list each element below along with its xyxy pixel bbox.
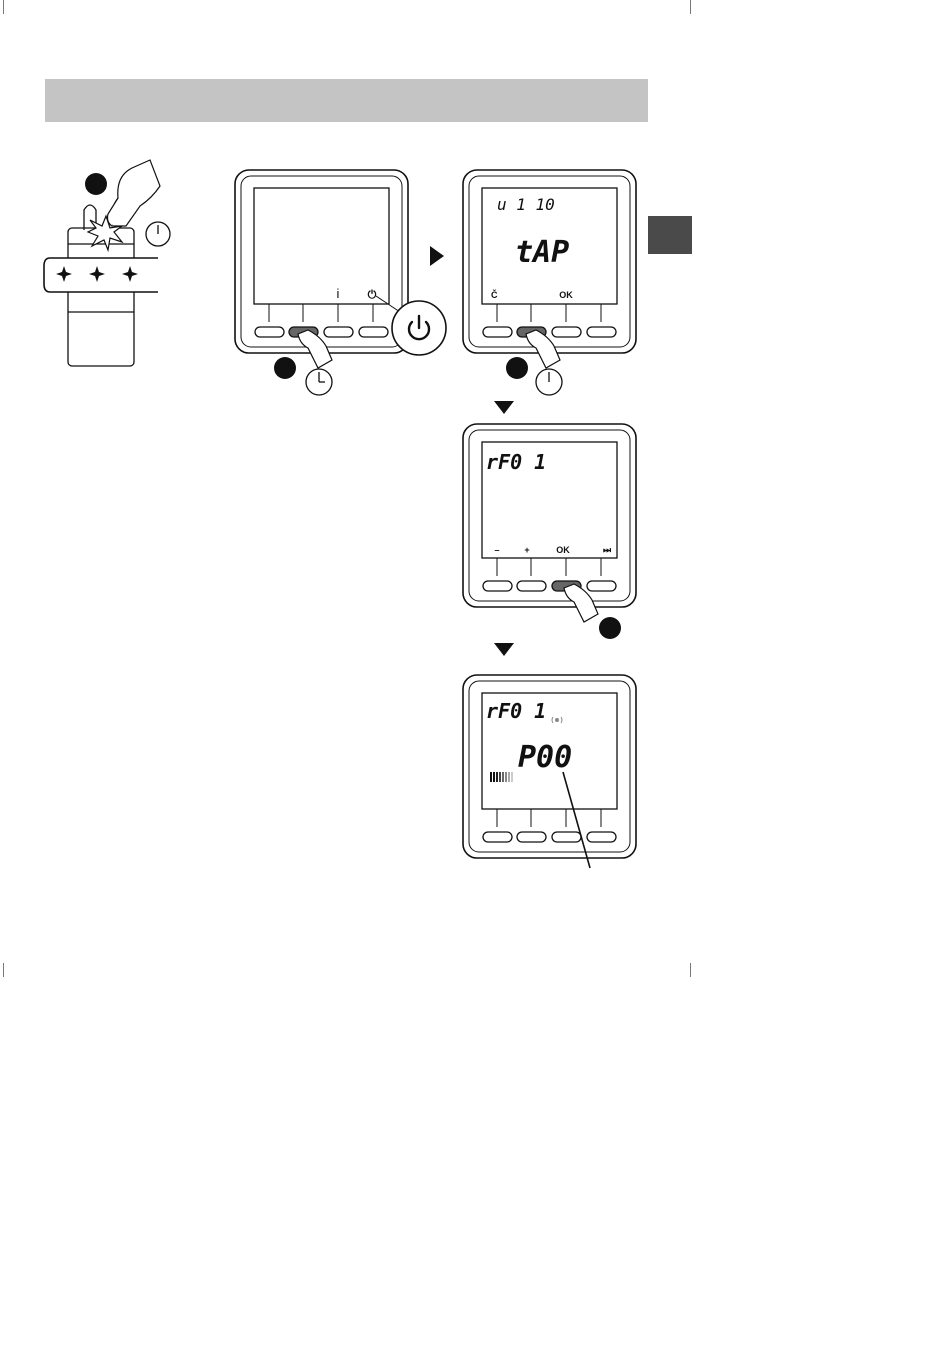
arrow-down-icon — [494, 643, 514, 656]
label-minus: – — [494, 545, 499, 555]
button-3[interactable] — [552, 832, 581, 842]
step-marker — [274, 357, 296, 379]
button-1[interactable] — [483, 832, 512, 842]
button-1[interactable] — [255, 327, 284, 337]
lcd-line-1: u 1 10 — [497, 195, 555, 214]
label-ok: OK — [556, 545, 570, 555]
label-skip: ⏭ — [603, 545, 612, 555]
step-marker — [599, 617, 621, 639]
step-marker — [85, 173, 107, 195]
lcd-line-1: rF0 1 — [486, 450, 546, 474]
clock-icon — [146, 222, 170, 246]
label-language: Č — [491, 289, 498, 300]
label-info: i — [337, 286, 340, 301]
button-2[interactable] — [517, 581, 546, 591]
button-4[interactable] — [587, 832, 616, 842]
button-3[interactable] — [324, 327, 353, 337]
step-marker — [506, 357, 528, 379]
button-1[interactable] — [483, 327, 512, 337]
lcd-line-2: tAP — [515, 235, 569, 270]
led-blink-strip — [44, 258, 158, 292]
clock-icon — [536, 369, 562, 395]
lcd-screen — [254, 188, 389, 304]
clock-icon — [306, 369, 332, 395]
button-2[interactable] — [517, 832, 546, 842]
label-power: ⏻ — [368, 288, 377, 301]
hand-press-icon — [108, 160, 161, 226]
button-4[interactable] — [359, 327, 388, 337]
label-ok: OK — [559, 290, 573, 300]
button-4[interactable] — [587, 581, 616, 591]
thermostat-panel-1 — [235, 170, 408, 353]
label-plus: + — [524, 545, 529, 555]
arrow-down-icon — [494, 401, 514, 414]
button-4[interactable] — [587, 327, 616, 337]
lcd-line-2: P00 — [518, 740, 572, 775]
button-3[interactable] — [552, 327, 581, 337]
lcd-line-1: rF0 1 — [486, 699, 546, 723]
arrow-right-icon — [430, 246, 444, 266]
button-1[interactable] — [483, 581, 512, 591]
